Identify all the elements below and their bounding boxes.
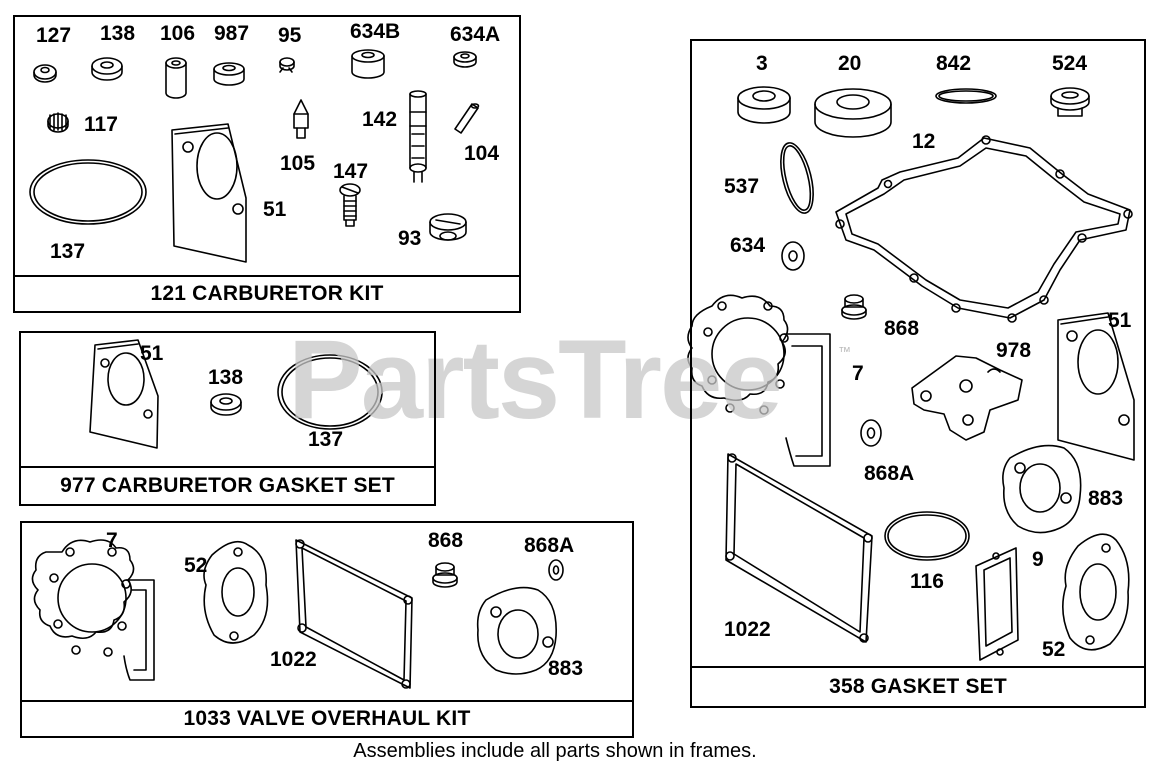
frame-carburetor-kit: 121 CARBURETOR KIT: [13, 15, 521, 313]
part-634-washer: [781, 241, 805, 271]
part-147-screw: [339, 183, 361, 227]
frame-gasket-set: 358 GASKET SET: [690, 39, 1146, 708]
watermark-trademark: ™: [838, 344, 851, 359]
callout: 524: [1052, 52, 1088, 75]
part-138-seal-b: [210, 393, 242, 416]
callout: 142: [362, 108, 398, 131]
part-95-screw: [279, 57, 295, 73]
part-883-exhaust-gasket: [476, 586, 557, 675]
callout: 137: [308, 428, 344, 451]
part-127-washer: [33, 64, 57, 83]
callout: 883: [548, 657, 584, 680]
part-537-o-ring: [780, 142, 814, 214]
part-868a-washer-b: [860, 419, 882, 447]
callout: 868: [884, 317, 920, 340]
callout: 51: [140, 342, 164, 365]
part-7-head-gasket: [31, 539, 155, 681]
kit-title: 1033 VALVE OVERHAUL KIT: [22, 700, 632, 736]
callout: 12: [912, 130, 936, 153]
kit-title: 121 CARBURETOR KIT: [15, 275, 519, 311]
callout: 116: [910, 570, 944, 593]
part-142-emulsion-tube: [409, 90, 427, 183]
callout: 117: [84, 113, 118, 136]
part-12-sump-gasket: [835, 135, 1133, 323]
callout: 137: [50, 240, 86, 263]
callout: 52: [1042, 638, 1066, 661]
footnote: Assemblies include all parts shown in fr…: [353, 740, 757, 762]
part-987-bushing: [213, 62, 245, 86]
callout: 7: [106, 529, 118, 552]
frame-valve-overhaul-kit: 1033 VALVE OVERHAUL KIT: [20, 521, 634, 738]
callout: 20: [838, 52, 862, 75]
watermark: PartsTree: [288, 317, 783, 442]
callout: 52: [184, 554, 208, 577]
part-3-oil-seal: [737, 86, 791, 124]
callout: 868A: [864, 462, 915, 485]
callout: 138: [100, 22, 136, 45]
kit-title: 977 CARBURETOR GASKET SET: [21, 466, 434, 504]
part-93-fitting: [429, 213, 467, 241]
callout: 95: [278, 24, 302, 47]
part-1022-cover-gasket-b: [725, 453, 873, 643]
callout: 1022: [724, 618, 771, 641]
part-52-intake-gasket: [203, 540, 269, 644]
callout: 978: [996, 339, 1032, 362]
callout: 9: [1032, 548, 1044, 571]
part-634b-bushing: [351, 49, 385, 79]
part-634a-washer: [453, 51, 477, 68]
part-842-o-ring: [935, 88, 997, 104]
part-52-intake-gasket-b: [1062, 533, 1130, 651]
part-117-spring: [47, 112, 69, 133]
callout: 147: [333, 160, 369, 183]
part-138-seal: [91, 57, 123, 81]
part-51-gasket: [171, 123, 247, 263]
part-883-exhaust-gasket-b: [1002, 444, 1082, 534]
part-868a-washer: [548, 559, 564, 581]
part-7-head-gasket-b: [687, 294, 831, 467]
callout: 93: [398, 227, 422, 250]
part-137-o-ring: [29, 159, 147, 225]
callout: 138: [208, 366, 244, 389]
callout: 51: [263, 198, 287, 221]
callout: 7: [852, 362, 864, 385]
callout: 634: [730, 234, 766, 257]
callout: 883: [1088, 487, 1124, 510]
kit-title: 358 GASKET SET: [692, 666, 1144, 706]
part-868-valve-seal: [432, 562, 458, 588]
part-105-needle: [293, 99, 309, 139]
callout: 106: [160, 22, 196, 45]
callout: 105: [280, 152, 316, 175]
callout: 634B: [350, 20, 401, 43]
part-137-o-ring-b: [277, 354, 383, 430]
part-116-o-ring: [884, 511, 970, 561]
part-868-valve-seal-b: [841, 294, 867, 320]
callout: 842: [936, 52, 972, 75]
callout: 104: [464, 142, 500, 165]
callout: 537: [724, 175, 760, 198]
callout: 868A: [524, 534, 575, 557]
part-106-bushing: [165, 57, 187, 99]
callout: 634A: [450, 23, 501, 46]
callout: 127: [36, 24, 72, 47]
callout: 987: [214, 22, 250, 45]
part-104-pin: [454, 103, 480, 134]
callout: 51: [1108, 309, 1132, 332]
part-51-gasket-c: [1057, 312, 1135, 461]
part-9-breather-gasket: [975, 547, 1019, 661]
callout: 868: [428, 529, 464, 552]
part-20-oil-seal: [814, 88, 892, 138]
part-524-plug: [1050, 87, 1090, 117]
part-1022-cover-gasket: [295, 539, 413, 689]
callout: 3: [756, 52, 768, 75]
part-978-bracket: [911, 355, 1023, 441]
frame-carburetor-gasket-set: 977 CARBURETOR GASKET SET: [19, 331, 436, 506]
part-51-gasket-b: [89, 339, 159, 449]
callout: 1022: [270, 648, 317, 671]
